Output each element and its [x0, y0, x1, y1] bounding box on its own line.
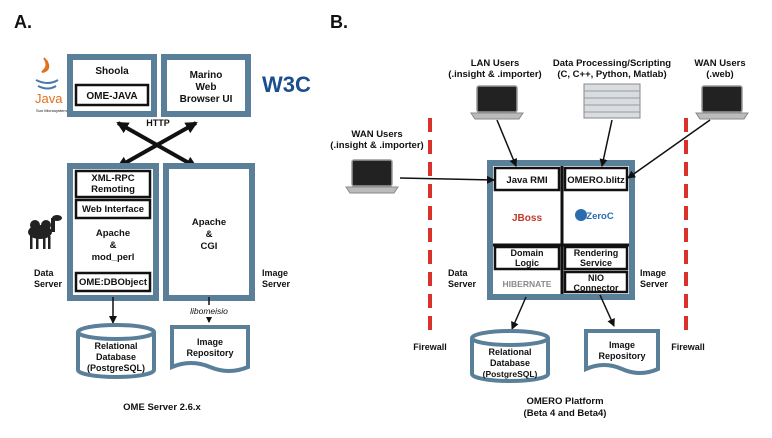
panel-a-label: A. [14, 12, 32, 32]
lan-to-rmi-arrow [496, 119, 518, 167]
hibernate-logo-icon: HIBERNATE [503, 279, 552, 289]
lan-users-line-2: (.insight & .importer) [448, 69, 541, 80]
ome-dbobject-label: OME:DBObject [79, 277, 148, 288]
hibernate-to-db-arrow [511, 296, 527, 330]
processing-to-blitz-arrow [599, 119, 613, 167]
relational-db-b: Relational Database (PostgreSQL) [470, 329, 550, 383]
w3c-logo-icon: W3C [262, 72, 311, 97]
panel-b-image-server-line-1: Image [640, 268, 666, 278]
java-rmi-label: Java RMI [506, 175, 547, 186]
domain-logic-line-1: Domain [510, 248, 543, 258]
wan-web-to-blitz-arrow [627, 119, 711, 179]
cgi-server-box: Apache & CGI [163, 163, 255, 301]
data-processing-line-1: Data Processing/Scripting [553, 58, 671, 69]
xml-rpc-line-1: XML-RPC [91, 173, 134, 184]
apache-perl-line-3: mod_perl [92, 252, 135, 263]
repo-a-line-2: Repository [186, 348, 233, 358]
firewall-right-label: Firewall [671, 342, 705, 352]
relational-db-a: Relational Database (PostgreSQL) [76, 323, 156, 379]
firewall-left-label: Firewall [413, 342, 447, 352]
rendering-line-2: Service [580, 258, 612, 268]
java-logo-text: Java [35, 91, 63, 106]
perl-server-box: XML-RPC Remoting Web Interface Apache & … [67, 163, 159, 301]
zeroc-logo-mark [575, 209, 587, 221]
panel-b-caption-line-2: (Beta 4 and Beta4) [524, 408, 607, 419]
omero-server-box: Java RMI OMERO.blitz JBoss ZeroC Domain … [487, 160, 635, 300]
db-a-line-3: (PostgreSQL) [87, 363, 145, 373]
wan-web-line-1: WAN Users [694, 58, 745, 69]
panel-a-image-server-line-2: Server [262, 279, 291, 289]
shoola-box: Shoola OME-JAVA [67, 54, 157, 117]
panel-b-label: B. [330, 12, 348, 32]
http-arrows: HTTP [116, 118, 198, 169]
image-repo-a: Image Repository [170, 325, 250, 373]
marino-box: Marino Web Browser UI [161, 54, 251, 117]
apache-cgi-line-2: & [206, 229, 213, 240]
repo-a-line-1: Image [197, 337, 223, 347]
lan-users-line-1: LAN Users [471, 58, 520, 69]
marino-line-1: Marino [190, 70, 223, 81]
apache-cgi-line-1: Apache [192, 217, 226, 228]
panel-b-data-server-line-1: Data [448, 268, 469, 278]
wan-web-laptop-icon [695, 85, 749, 120]
repo-b-line-1: Image [609, 340, 635, 350]
nio-line-2: Connector [574, 283, 619, 293]
panel-a-image-server-line-1: Image [262, 268, 288, 278]
jboss-logo-icon: JBoss [512, 213, 542, 224]
panel-a-data-server-line-1: Data [34, 268, 55, 278]
shoola-label: Shoola [95, 66, 129, 77]
data-processing-line-2: (C, C++, Python, Matlab) [557, 69, 666, 80]
panel-b-caption-line-1: OMERO Platform [526, 396, 603, 407]
db-b-line-2: Database [490, 358, 530, 368]
nio-line-1: NIO [588, 273, 604, 283]
zeroc-logo-icon: ZeroC [586, 211, 614, 222]
marino-line-2: Web [196, 82, 217, 93]
lan-laptop-icon [470, 85, 524, 120]
libomeisio-label: libomeisio [190, 306, 228, 316]
web-interface-label: Web Interface [82, 204, 144, 215]
ome-java-label: OME-JAVA [86, 91, 137, 102]
apache-cgi-line-3: CGI [201, 241, 218, 252]
marino-line-3: Browser UI [180, 94, 233, 105]
db-a-line-1: Relational [94, 341, 137, 351]
wan-left-to-rmi-arrow [399, 175, 495, 184]
server-rack-icon [583, 83, 641, 119]
wan-web-line-2: (.web) [706, 69, 733, 80]
nio-to-repo-arrow [599, 294, 615, 327]
wan-left-laptop-icon [345, 159, 399, 194]
xml-rpc-line-2: Remoting [91, 184, 135, 195]
image-repo-b: Image Repository [584, 329, 660, 375]
domain-logic-line-2: Logic [515, 258, 539, 268]
http-label: HTTP [146, 118, 170, 128]
panel-b-image-server-line-2: Server [640, 279, 669, 289]
db-b-line-3: (PostgreSQL) [483, 369, 538, 379]
camel-icon [28, 215, 62, 249]
wan-left-line-2: (.insight & .importer) [330, 140, 423, 151]
apache-perl-line-2: & [110, 240, 117, 251]
panel-a-data-server-line-2: Server [34, 279, 63, 289]
panel-b-data-server-line-2: Server [448, 279, 477, 289]
wan-left-line-1: WAN Users [351, 129, 402, 140]
omero-blitz-label: OMERO.blitz [567, 175, 625, 186]
panel-a-caption: OME Server 2.6.x [123, 402, 201, 413]
repo-b-line-2: Repository [598, 351, 645, 361]
rendering-line-1: Rendering [574, 248, 619, 258]
java-logo-subtext: Sun Microsystems [36, 108, 69, 113]
apache-perl-line-1: Apache [96, 228, 130, 239]
java-logo-icon: Java Sun Microsystems [35, 57, 69, 113]
db-a-line-2: Database [96, 352, 136, 362]
db-b-line-1: Relational [488, 347, 531, 357]
